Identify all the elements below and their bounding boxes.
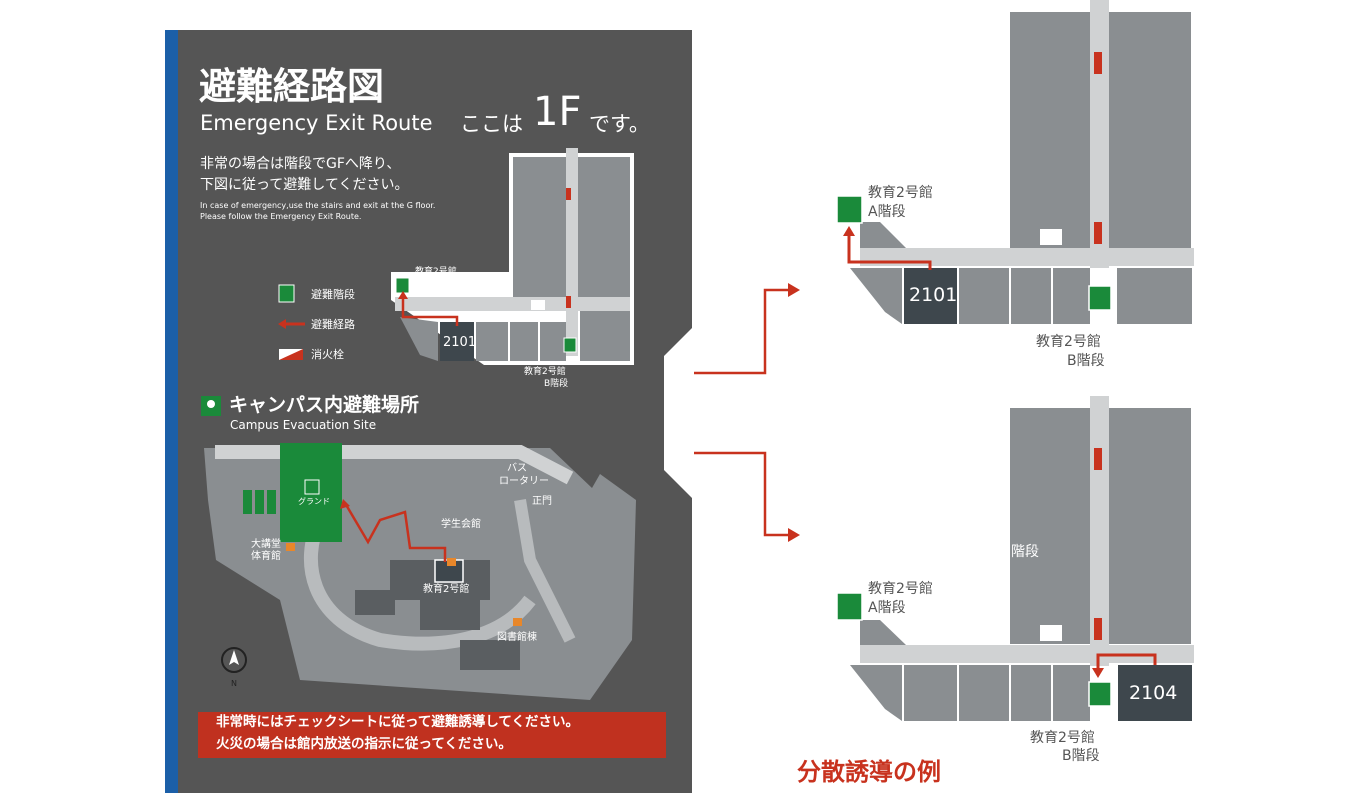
- instruction-ja-2: 下図に従って避難してください。: [200, 177, 409, 193]
- instruction-en-1: In case of emergency,use the stairs and …: [200, 201, 436, 210]
- emergency-exit-icon: [304, 479, 320, 495]
- mini-stairs-a-line2: A階段: [415, 279, 440, 289]
- example-bottom-plan: [836, 396, 1194, 722]
- map-bus-line2: ロータリー: [499, 476, 549, 487]
- legend-stairs-label: 避難階段: [311, 288, 355, 301]
- north-arrow-icon: [221, 647, 247, 673]
- bottom-stairs-b-line1: 教育2号館: [1030, 730, 1095, 746]
- sign-title-en: Emergency Exit Route: [200, 111, 433, 135]
- sign-title-ja: 避難経路図: [199, 65, 384, 108]
- map-bus-line1: バス: [507, 463, 527, 474]
- fire-hydrant-icon: [1094, 222, 1102, 244]
- route-arrow: [401, 297, 459, 326]
- restroom-icon: [1040, 625, 1062, 641]
- route-arrow: [1096, 653, 1157, 670]
- restroom-icon: [531, 300, 545, 310]
- map-student-hall: 学生会館: [441, 519, 481, 530]
- top-stairs-b-line2: B階段: [1067, 353, 1105, 369]
- fire-hydrant-icon: [566, 188, 571, 200]
- mini-stairs-b-line2: B階段: [544, 379, 569, 389]
- warning-box: [198, 712, 666, 758]
- emergency-exit-icon: [1088, 285, 1112, 311]
- emergency-exit-icon: [395, 277, 410, 294]
- restroom-icon: [1040, 229, 1062, 245]
- connector-arrow-top: [694, 288, 790, 375]
- floor-indicator: 1F: [533, 89, 582, 135]
- bottom-stairs-a-line2: A階段: [868, 600, 906, 616]
- instruction-en-2: Please follow the Emergency Exit Route.: [200, 212, 362, 221]
- bottom-stairs-b-line2: B階段: [1062, 748, 1100, 764]
- mini-floor-plan: [391, 148, 634, 365]
- campus-title-ja: キャンパス内避難場所: [229, 394, 420, 416]
- fire-hydrant-icon: [1094, 448, 1102, 470]
- campus-map: [204, 443, 636, 700]
- map-auditorium-line1: 大講堂: [251, 539, 281, 550]
- top-stairs-b-line1: 教育2号館: [1036, 334, 1101, 350]
- top-room-label: 2101: [909, 284, 958, 306]
- bottom-stairs-label: 階段: [1011, 544, 1039, 560]
- connector-arrow-bottom: [694, 451, 790, 537]
- top-stairs-a-line1: 教育2号館: [868, 185, 933, 201]
- mini-stairs-a-line1: 教育2号館: [415, 267, 457, 277]
- caption: 分散誘導の例: [797, 758, 941, 786]
- top-stairs-a-line2: A階段: [868, 204, 906, 220]
- map-education2: 教育2号館: [423, 584, 470, 595]
- mini-room-label: 2101: [443, 335, 477, 350]
- legend-hydrant-label: 消火栓: [311, 348, 344, 361]
- emergency-exit-icon: [563, 337, 577, 353]
- map-ground-label: グランド: [298, 497, 330, 506]
- emergency-exit-icon: [836, 592, 863, 621]
- here-prefix: ここは: [460, 112, 523, 136]
- route-arrow: [847, 234, 932, 270]
- fire-hydrant-icon: [566, 296, 571, 308]
- bottom-room-label: 2104: [1129, 682, 1178, 704]
- emergency-exit-icon: [1088, 681, 1112, 707]
- emergency-exit-icon: [278, 284, 295, 303]
- map-north-label: N: [231, 679, 237, 688]
- warning-line-2: 火災の場合は館内放送の指示に従ってください。: [216, 736, 512, 752]
- here-suffix: です。: [589, 112, 650, 136]
- emergency-exit-icon: [836, 195, 863, 224]
- map-main-gate: 正門: [532, 496, 552, 507]
- example-top-plan: [836, 0, 1194, 326]
- warning-line-1: 非常時にはチェックシートに従って避難誘導してください。: [216, 714, 580, 730]
- campus-title-en: Campus Evacuation Site: [230, 418, 377, 432]
- bottom-stairs-a-line1: 教育2号館: [868, 581, 933, 597]
- sign-blue-stripe: [165, 30, 178, 793]
- legend-route-label: 避難経路: [311, 318, 355, 331]
- fire-hydrant-icon: [1094, 52, 1102, 74]
- map-library: 図書館棟: [497, 632, 537, 643]
- campus-route: [343, 502, 447, 562]
- mini-stairs-b-line1: 教育2号館: [524, 367, 566, 377]
- instruction-ja-1: 非常の場合は階段でGFへ降り、: [200, 156, 401, 172]
- fire-hydrant-icon: [1094, 618, 1102, 640]
- map-auditorium-line2: 体育館: [251, 551, 281, 562]
